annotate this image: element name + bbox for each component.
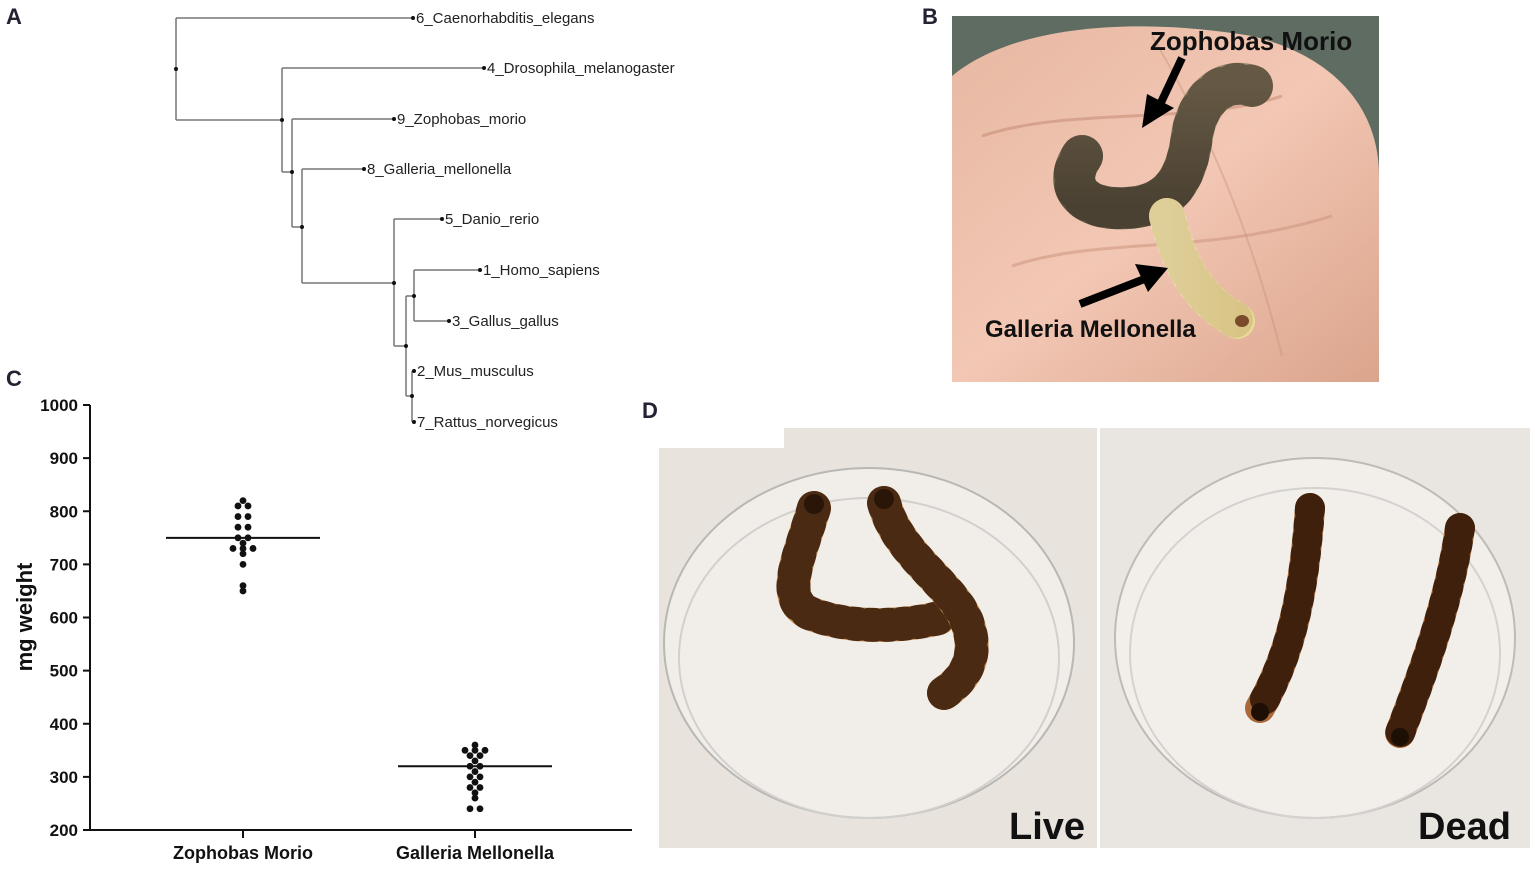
label-galleria-mellonella: Galleria Mellonella	[985, 316, 1196, 343]
data-point	[234, 513, 242, 520]
data-point	[229, 545, 237, 552]
data-point	[244, 502, 252, 510]
tree-tip-label: 3_Gallus_gallus	[452, 313, 559, 330]
y-tick-label: 500	[50, 662, 78, 681]
panel-label-d: D	[642, 398, 658, 423]
x-tick-label: Zophobas Morio	[173, 843, 313, 863]
data-point	[471, 789, 479, 797]
data-point	[466, 752, 474, 760]
y-tick-label: 200	[50, 821, 78, 840]
data-point	[234, 502, 242, 510]
data-point	[239, 497, 247, 505]
data-point	[471, 778, 479, 786]
data-point	[239, 560, 247, 568]
data-point	[466, 805, 474, 813]
data-point	[471, 794, 479, 802]
data-point	[471, 768, 479, 775]
photo-larvae-on-hand: Zophobas Morio Galleria Mellonella	[952, 16, 1379, 382]
tree-node	[280, 118, 284, 122]
data-point	[239, 550, 247, 558]
data-point	[239, 539, 247, 547]
label-live: Live	[1009, 806, 1086, 848]
tree-branch	[393, 218, 442, 347]
y-tick-label: 1000	[40, 396, 78, 415]
data-point	[466, 773, 474, 781]
tree-tip-label: 5_Danio_rerio	[445, 211, 539, 228]
y-tick-label: 700	[50, 555, 78, 574]
y-tick-label: 400	[50, 715, 78, 734]
y-tick-label: 300	[50, 768, 78, 787]
label-zophobas-morio: Zophobas Morio	[1150, 26, 1353, 56]
label-dead: Dead	[1418, 806, 1511, 848]
tree-node	[404, 344, 408, 348]
data-point	[244, 513, 252, 520]
weight-scatter-chart: 200 300 400 500 600 700 800 900 1000 mg weightZop…	[12, 396, 632, 863]
tree-branch	[175, 17, 413, 121]
tree-node	[410, 394, 414, 398]
data-point	[471, 757, 479, 765]
tree-tip-label: 1_Homo_sapiens	[483, 262, 600, 279]
photo-dead-larvae: Dead	[1100, 428, 1530, 848]
tree-node	[290, 170, 294, 174]
data-point	[234, 523, 242, 531]
tree-tip-label: 2_Mus_musculus	[417, 363, 534, 380]
data-point	[239, 545, 247, 552]
x-tick-label: Galleria Mellonella	[396, 843, 555, 863]
tree-node	[392, 281, 396, 285]
y-axis-label: mg weight	[12, 562, 37, 671]
data-point	[476, 805, 484, 813]
panel-label-a: A	[6, 4, 22, 29]
data-point	[244, 523, 252, 531]
arrow-icon	[1078, 264, 1168, 308]
arrow-icon	[1142, 56, 1186, 128]
tree-node	[174, 67, 178, 71]
tree-branch	[301, 168, 394, 284]
tree-tip-label: 9_Zophobas_morio	[397, 111, 526, 128]
photo-live-larvae: Live	[659, 428, 1097, 848]
data-point	[476, 752, 484, 760]
tree-node	[412, 294, 416, 298]
tree-tip-label: 8_Galleria_mellonella	[367, 161, 512, 178]
panel-label-b: B	[922, 4, 938, 29]
data-point	[239, 587, 247, 595]
panel-label-c: C	[6, 366, 22, 391]
tree-tip-label: 7_Rattus_norvegicus	[417, 414, 558, 431]
data-point	[239, 582, 247, 590]
tree-tip-label: 6_Caenorhabditis_elegans	[416, 10, 594, 27]
data-point	[249, 545, 257, 552]
data-point	[471, 746, 479, 754]
data-point	[476, 773, 484, 781]
tree-tip-label: 4_Drosophila_melanogaster	[487, 60, 675, 77]
y-tick-label: 800	[50, 502, 78, 521]
data-point	[466, 784, 474, 791]
phylogenetic-tree	[174, 17, 484, 423]
tree-node	[300, 225, 304, 229]
y-tick-label: 600	[50, 609, 78, 628]
y-tick-label: 900	[50, 449, 78, 468]
data-point	[471, 741, 479, 749]
data-point	[476, 784, 484, 791]
data-point	[481, 746, 489, 754]
data-point	[461, 746, 469, 754]
